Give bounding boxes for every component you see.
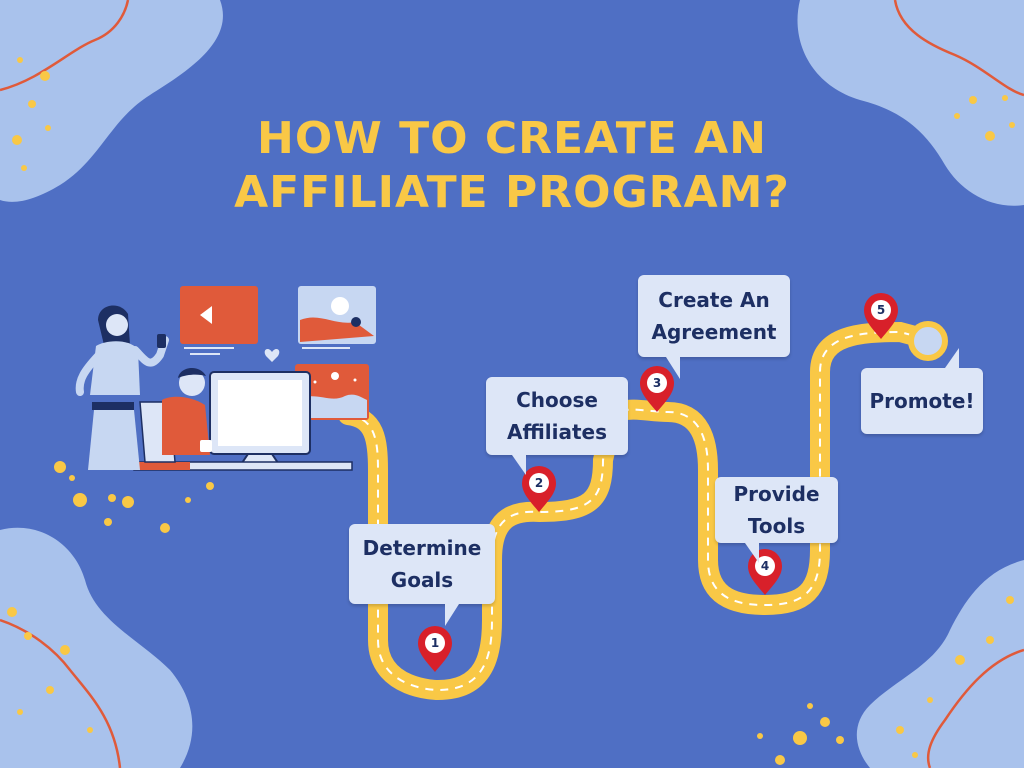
night-scene-card-icon [295,364,369,420]
step-4-callout: Provide Tools [715,477,838,563]
heart-icon [264,349,280,362]
step-1-label-line-1: Determine [362,536,482,560]
step-1-label-line-2: Goals [390,568,454,592]
page-title-line-2: AFFILIATE PROGRAM? [234,167,790,218]
pin-4-number: 4 [761,559,769,573]
step-3-callout: Create An Agreement [638,275,790,379]
road-end-marker [908,321,948,361]
photo-card-icon [298,286,376,349]
pin-5-number: 5 [877,303,885,317]
step-3-label-line-2: Agreement [651,320,777,344]
illustration [75,286,376,471]
blob-top-left [0,0,223,202]
step-4-label-line-2: Tools [747,514,806,538]
man-at-computer-icon [139,367,212,463]
computer-monitor-icon [209,371,311,467]
step-2-callout: Choose Affiliates [486,377,628,475]
page-title: HOW TO CREATE AN AFFILIATE PROGRAM? [0,112,1024,220]
step-5-callout: Promote! [861,348,983,434]
step-3-label-line-1: Create An [658,288,770,312]
step-1-callout: Determine Goals [349,524,495,626]
pin-5-icon: 5 [864,293,898,339]
page-title-line-1: HOW TO CREATE AN [257,113,767,164]
blob-bottom-left [0,527,193,768]
step-4-label-line-1: Provide [733,482,820,506]
step-2-label-line-2: Affiliates [506,420,608,444]
pin-1-number: 1 [431,636,439,650]
pin-2-icon: 2 [522,466,556,512]
decorative-dots [7,57,1015,765]
pin-3-icon: 3 [640,366,674,412]
pin-1-icon: 1 [418,626,452,672]
blob-top-left-line [0,0,130,92]
step-5-label-line-1: Promote! [869,389,975,413]
pin-2-number: 2 [535,476,543,490]
step-2-label-line-1: Choose [516,388,598,412]
blob-bottom-right [856,560,1024,768]
video-play-card-icon [180,286,258,355]
blob-top-right [797,0,1024,206]
woman-with-phone-icon [75,305,169,470]
pin-3-number: 3 [653,376,661,390]
blob-top-right-line [893,0,1024,97]
blob-bottom-right-line [926,648,1024,768]
